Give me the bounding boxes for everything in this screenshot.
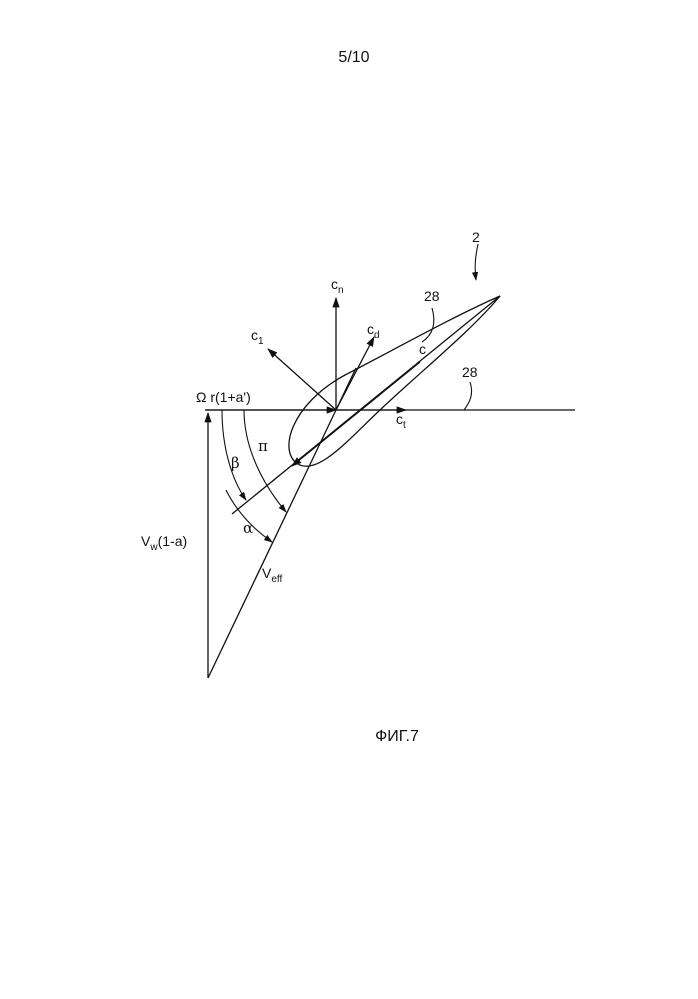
pi-label: π <box>258 437 268 455</box>
figure-caption: ФИГ.7 <box>375 728 419 745</box>
reference-28-plane: 28 <box>462 364 478 380</box>
effective-velocity-label: Veff <box>262 565 283 585</box>
chord-label: c <box>419 341 426 357</box>
leader-2-arrow <box>475 244 478 280</box>
page-number: 5/10 <box>338 49 369 66</box>
ct-label: ct <box>396 411 406 431</box>
rotational-velocity-label: Ω r(1+a') <box>196 389 251 405</box>
reference-2: 2 <box>472 229 480 245</box>
effective-velocity-line <box>208 410 336 678</box>
leader-28-plane <box>464 382 472 410</box>
lift-force-vector <box>268 349 336 410</box>
cd-label: cd <box>367 321 380 341</box>
beta-label: β <box>231 454 240 472</box>
cn-label: cn <box>331 276 344 296</box>
alpha-label: α <box>243 519 253 537</box>
chord-line <box>232 296 500 514</box>
drag-force-vector <box>336 337 374 410</box>
pi-angle-arc <box>244 410 286 512</box>
reference-28-blade: 28 <box>424 288 440 304</box>
wind-velocity-label: Vw(1-a) <box>141 533 187 553</box>
leader-28-blade <box>422 308 434 342</box>
c1-label: c1 <box>251 327 264 347</box>
